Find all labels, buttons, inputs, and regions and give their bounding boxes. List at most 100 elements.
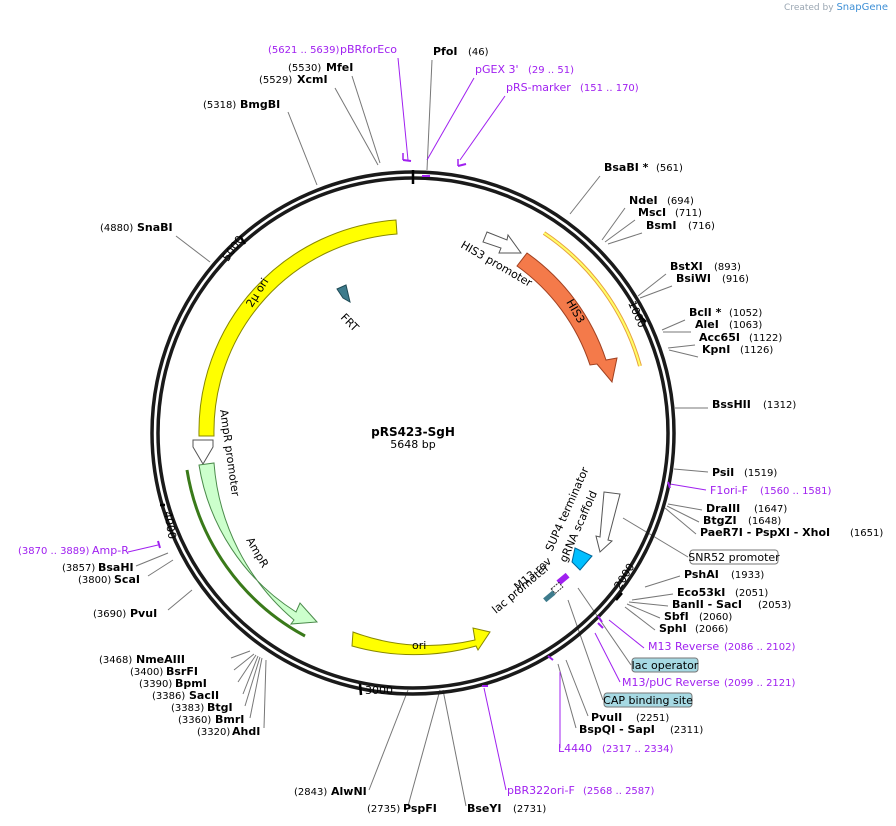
site-name[interactable]: BmgBI	[240, 98, 280, 111]
primer-name[interactable]: M13/pUC Reverse	[622, 676, 720, 689]
labels: PfoI(46)BsaBI *(561)NdeI(694)MscI(711)Bs…	[18, 43, 883, 815]
site-name[interactable]: SnaBI	[137, 221, 173, 234]
2u-ori-arrow[interactable]	[198, 219, 398, 437]
ori-arrow[interactable]	[351, 627, 491, 656]
length-tick	[639, 315, 647, 323]
site-name[interactable]: SacII	[189, 689, 219, 702]
site-name[interactable]: BmrI	[215, 713, 244, 726]
site-name[interactable]: PfoI	[433, 45, 458, 58]
primer-name[interactable]: M13 Reverse	[648, 640, 719, 653]
sup4-terminator-arrow[interactable]	[571, 547, 593, 571]
his3-arrow[interactable]	[516, 252, 618, 384]
primer-name[interactable]: F1ori-F	[710, 484, 748, 497]
site-name[interactable]: SphI	[659, 622, 687, 635]
site-name[interactable]: MscI	[638, 206, 666, 219]
site-name[interactable]: KpnI	[702, 343, 730, 356]
length-tick-label: 1000	[625, 299, 648, 330]
site-name[interactable]: BanII - SacI	[672, 598, 742, 611]
site-name[interactable]: BsmI	[646, 219, 677, 232]
site-leader	[287, 111, 318, 186]
his3-promoter-arrow[interactable]	[482, 231, 522, 254]
site-name[interactable]: ScaI	[114, 573, 140, 586]
site-name[interactable]: SbfI	[664, 610, 689, 623]
site-position: (4880)	[100, 223, 133, 234]
primer-name[interactable]: L4440	[558, 742, 592, 755]
brand-created-by: Created by	[784, 3, 834, 13]
site-leader	[242, 655, 259, 695]
primer-name[interactable]: pBRforEco	[340, 43, 397, 56]
site-name[interactable]: AleI	[695, 318, 719, 331]
ampr-arrow[interactable]	[198, 462, 319, 625]
site-name[interactable]: PshAI	[684, 568, 719, 581]
site-name[interactable]: PspFI	[403, 802, 437, 815]
site-name[interactable]: PvuI	[130, 607, 157, 620]
site-name[interactable]: DraIII	[706, 502, 740, 515]
site-name[interactable]: BpmI	[175, 677, 207, 690]
primer-mark[interactable]	[157, 540, 161, 549]
site-name[interactable]: BtgZI	[703, 514, 737, 527]
primer-range: (1560 .. 1581)	[760, 486, 832, 497]
feature-box[interactable]	[631, 657, 699, 673]
site-name[interactable]: AlwNI	[331, 785, 367, 798]
site-name[interactable]: PvuII	[591, 711, 622, 724]
site-name[interactable]: NdeI	[629, 194, 658, 207]
site-name[interactable]: BspQI - SapI	[579, 723, 655, 736]
snr52-promoter-arrow[interactable]	[595, 491, 621, 553]
site-name[interactable]: BsaHI	[98, 561, 134, 574]
primer-mark[interactable]	[597, 622, 604, 629]
primer-mark[interactable]	[667, 481, 671, 489]
primer-name[interactable]: Amp-R	[92, 544, 129, 557]
primer-mark[interactable]	[402, 159, 412, 162]
primer-mark[interactable]	[457, 163, 467, 167]
site-name[interactable]: BseYI	[467, 802, 501, 815]
primer-leader	[127, 544, 159, 553]
site-leader	[565, 659, 589, 717]
length-tick-label: 4000	[161, 510, 179, 540]
site-name[interactable]: BsaBI *	[604, 161, 649, 174]
site-leader	[167, 589, 193, 611]
site-position: (2731)	[513, 804, 546, 815]
site-position: (2066)	[695, 624, 728, 635]
feature-box[interactable]	[689, 549, 779, 565]
site-leader	[233, 653, 255, 671]
site-leader	[426, 59, 433, 171]
ampr-orf-arc	[185, 469, 306, 638]
site-name[interactable]: PaeR7I - PspXI - XhoI	[700, 526, 830, 539]
site-name[interactable]: Eco53kI	[677, 586, 725, 599]
primer-name[interactable]: pBR322ori-F	[507, 784, 575, 797]
site-leader	[244, 656, 261, 707]
site-leader	[626, 603, 661, 619]
site-name[interactable]: BssHII	[712, 398, 751, 411]
site-name[interactable]: PsiI	[712, 466, 734, 479]
site-leader	[175, 235, 211, 263]
site-leader	[147, 559, 174, 577]
feature-label: ori	[412, 639, 426, 652]
site-position: (1647)	[754, 504, 787, 515]
primer-leader	[608, 619, 645, 649]
site-leader	[673, 468, 709, 473]
site-name[interactable]: BsiWI	[676, 272, 711, 285]
site-name[interactable]: NmeAIII	[136, 653, 185, 666]
site-name[interactable]: BsrFI	[166, 665, 198, 678]
site-name[interactable]: MfeI	[326, 61, 353, 74]
site-name[interactable]: BclI *	[689, 306, 722, 319]
ampr-promoter-arrow[interactable]	[192, 439, 214, 465]
primer-name[interactable]: pGEX 3'	[475, 63, 519, 76]
site-name[interactable]: BtgI	[207, 701, 233, 714]
frt-arrow[interactable]	[336, 284, 351, 304]
feature-box[interactable]	[603, 692, 693, 708]
site-position: (1933)	[731, 570, 764, 581]
primer-range: (3870 .. 3889)	[18, 546, 90, 557]
site-name[interactable]: Acc65I	[699, 331, 740, 344]
primer-mark[interactable]	[547, 655, 554, 661]
site-name[interactable]: BstXI	[670, 260, 703, 273]
primer-mark[interactable]	[597, 615, 603, 623]
site-leader	[135, 552, 169, 567]
primer-marks	[157, 153, 671, 687]
site-name[interactable]: AhdI	[232, 725, 260, 738]
site-leader	[334, 87, 379, 166]
site-leader	[637, 273, 667, 297]
site-name[interactable]: XcmI	[297, 73, 328, 86]
primer-range: (2099 .. 2121)	[724, 678, 796, 689]
primer-name[interactable]: pRS-marker	[506, 81, 571, 94]
